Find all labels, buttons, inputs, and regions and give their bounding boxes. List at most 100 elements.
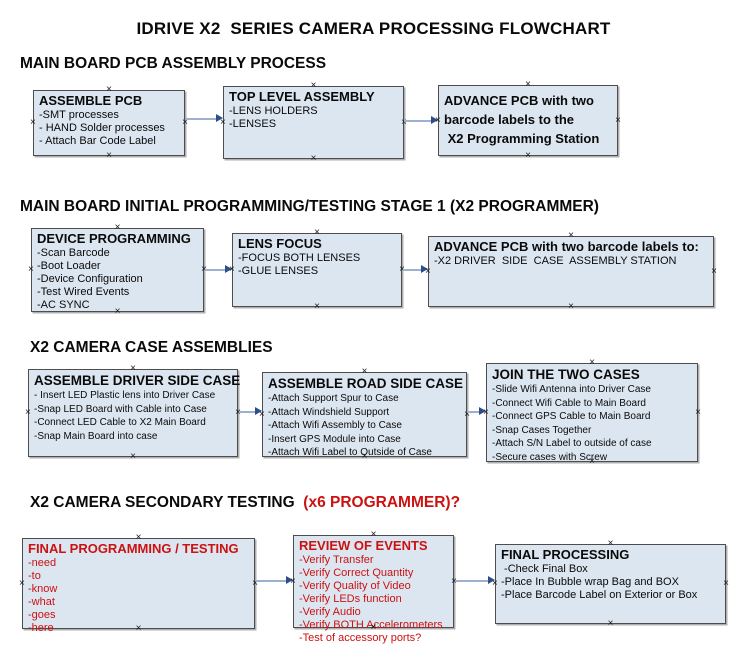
arrow-head-icon: [421, 265, 428, 273]
flow-arrow: [455, 576, 495, 585]
box-item: -know: [28, 583, 58, 595]
connector-handle-icon: ×: [525, 79, 531, 90]
box-item: -Connect Wifi Cable to Main Board: [492, 397, 646, 409]
box-final-processing: × × × × FINAL PROCESSING -Check Final Bo…: [492, 539, 729, 629]
box-item: -Check Final Box: [501, 563, 588, 575]
box-item: -Test of accessory ports?: [299, 632, 422, 644]
connector-handle-icon: ×: [695, 406, 701, 418]
box-item: -AC SYNC: [37, 299, 90, 311]
arrow-shaft: [256, 579, 288, 582]
box-item: -Attach Wifi Assembly to Case: [268, 420, 402, 431]
box-item: -Snap Cases Together: [492, 424, 592, 436]
box-item: -Place In Bubble wrap Bag and BOX: [501, 576, 679, 588]
flow-arrow: [186, 114, 223, 123]
box-item: -FOCUS BOTH LENSES: [238, 252, 361, 264]
box-item: -Attach Windshield Support: [268, 406, 390, 418]
flow-arrow: [205, 265, 232, 274]
connector-handle-icon: ×: [310, 153, 317, 164]
section-heading-case-assemblies: X2 CAMERA CASE ASSEMBLIES: [30, 339, 273, 356]
box-title: JOIN THE TWO CASES: [492, 367, 640, 382]
box-item: -to: [28, 570, 41, 582]
box-item: -Snap LED Board with Cable into Case: [34, 403, 207, 415]
section-heading-secondary-testing: X2 CAMERA SECONDARY TESTING (x6 PROGRAMM…: [30, 494, 460, 512]
section-heading-black-part: X2 CAMERA SECONDARY TESTING: [30, 494, 299, 511]
box-top-level-assembly: × × × × TOP LEVEL ASSEMBLY -LENS HOLDERS…: [220, 81, 407, 164]
arrow-head-icon: [286, 576, 293, 584]
box-item: - Insert LED Plastic lens into Driver Ca…: [34, 390, 216, 401]
box-item: -Snap Main Board into case: [34, 430, 158, 442]
box-item: -Verify Correct Quantity: [299, 567, 414, 579]
arrow-shaft: [205, 268, 227, 271]
box-item: -Connect GPS Cable to Main Board: [492, 411, 651, 422]
connector-handle-icon: ×: [106, 150, 112, 161]
box-text-line: barcode labels to the: [444, 112, 575, 127]
arrow-head-icon: [479, 407, 486, 415]
connector-handle-icon: ×: [607, 618, 614, 629]
box-item: -Insert GPS Module into Case: [268, 433, 401, 445]
connector-handle-icon: ×: [723, 578, 729, 589]
connector-handle-icon: ×: [25, 407, 31, 418]
connector-handle-icon: ×: [130, 451, 136, 462]
box-item: -Scan Barcode: [37, 247, 110, 259]
box-title: ASSEMBLE ROAD SIDE CASE: [268, 376, 464, 391]
box-title: ASSEMBLE DRIVER SIDE CASE: [34, 373, 241, 388]
box-item: -LENSES: [229, 118, 277, 130]
box-item: - Attach Bar Code Label: [39, 135, 156, 147]
arrow-head-icon: [225, 265, 232, 273]
box-item: -Boot Loader: [37, 260, 101, 272]
arrow-shaft: [455, 579, 490, 582]
box-item: -Verify Audio: [299, 606, 361, 618]
arrow-shaft: [239, 410, 257, 413]
box-lens-focus: × × × × LENS FOCUS -FOCUS BOTH LENSES -G…: [229, 228, 405, 312]
box-item: -Verify BOTH Accelerometers: [299, 619, 443, 631]
box-title: ASSEMBLE PCB: [39, 93, 143, 108]
box-assemble-road-side-case: × × × × ASSEMBLE ROAD SIDE CASE -Attach …: [259, 367, 470, 462]
box-item: -Connect LED Cable to X2 Main Board: [34, 417, 206, 428]
box-item: -Device Configuration: [37, 273, 143, 285]
box-item: -Attach Support Spur to Case: [268, 393, 399, 404]
box-title: ADVANCE PCB with two barcode labels to:: [434, 239, 699, 254]
box-text-line: ADVANCE PCB with two: [444, 93, 594, 108]
connector-handle-icon: ×: [568, 301, 574, 312]
box-item: -SMT processes: [39, 109, 119, 121]
box-review-of-events: × × × × REVIEW OF EVENTS -Verify Transfe…: [290, 530, 457, 645]
box-final-programming-testing: × × × × FINAL PROGRAMMING / TESTING -nee…: [19, 533, 258, 635]
box-device-programming: × × × × DEVICE PROGRAMMING -Scan Barcode…: [28, 223, 207, 317]
connector-handle-icon: ×: [525, 150, 531, 161]
flow-arrow: [467, 407, 486, 416]
box-item: -Slide Wifi Antenna into Driver Case: [492, 384, 651, 395]
connector-handle-icon: ×: [711, 265, 717, 277]
box-title: FINAL PROGRAMMING / TESTING: [28, 541, 239, 556]
arrow-shaft: [404, 119, 433, 122]
box-item: -Secure cases with Screw: [492, 451, 608, 463]
arrow-head-icon: [255, 407, 262, 415]
box-item: -GLUE LENSES: [238, 265, 319, 277]
arrow-head-icon: [488, 576, 495, 584]
box-assemble-pcb: × × × × ASSEMBLE PCB -SMT processes - HA…: [30, 85, 188, 161]
connector-handle-icon: ×: [30, 117, 36, 128]
box-item: -need: [28, 557, 57, 569]
box-title: DEVICE PROGRAMMING: [37, 231, 191, 246]
section-heading-initial-programming: MAIN BOARD INITIAL PROGRAMMING/TESTING S…: [20, 198, 599, 215]
box-item: -Place Barcode Label on Exterior or Box: [501, 589, 698, 601]
box-item: -Test Wired Events: [37, 286, 130, 298]
arrow-shaft: [403, 268, 423, 271]
box-item: -Attach Wifi Label to Outside of Case: [268, 447, 432, 458]
arrow-head-icon: [431, 116, 438, 124]
section-heading-pcb-assembly: MAIN BOARD PCB ASSEMBLY PROCESS: [20, 55, 327, 72]
box-item: -Verify Transfer: [299, 554, 374, 566]
arrow-shaft: [467, 410, 481, 413]
box-title: REVIEW OF EVENTS: [299, 538, 428, 553]
flow-arrow: [239, 407, 262, 416]
box-item: -Verify LEDs function: [299, 593, 402, 605]
box-item: -X2 DRIVER SIDE CASE ASSEMBLY STATION: [434, 255, 677, 267]
connector-handle-icon: ×: [615, 114, 621, 126]
box-item: -what: [28, 596, 55, 608]
flow-arrow: [403, 265, 428, 274]
box-title: TOP LEVEL ASSEMBLY: [229, 89, 375, 104]
box-assemble-driver-side-case: × × × × ASSEMBLE DRIVER SIDE CASE - Inse…: [25, 364, 241, 462]
box-advance-pcb-to-programming: × × × × ADVANCE PCB with two barcode lab…: [435, 80, 621, 161]
arrow-shaft: [186, 117, 218, 120]
arrow-head-icon: [216, 114, 223, 122]
